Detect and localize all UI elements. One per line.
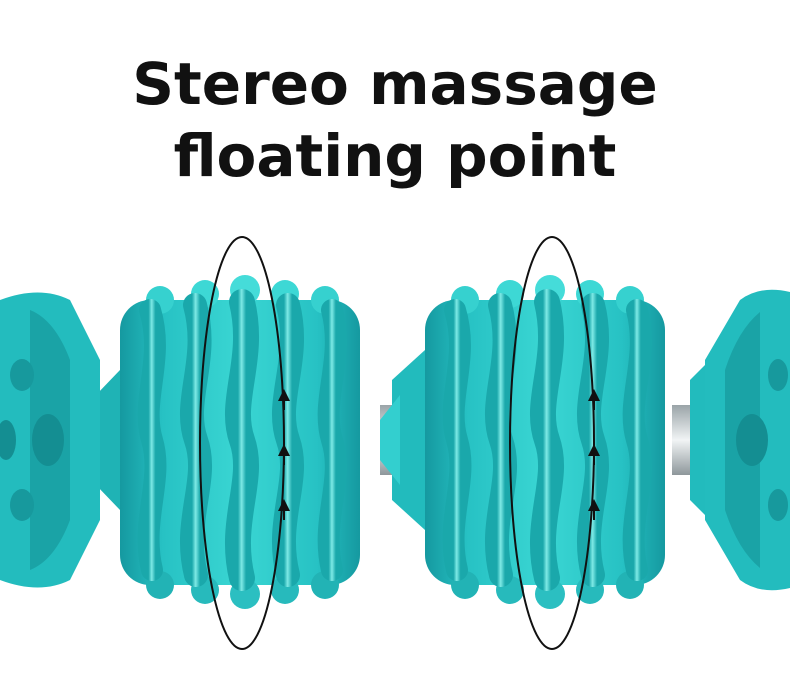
connector-middle	[380, 350, 425, 530]
roller-right-partial	[705, 289, 790, 591]
roller-1-ridges	[137, 289, 347, 591]
roller-1	[120, 275, 360, 609]
rotation-arrow-icon	[199, 236, 290, 650]
headline-line-2: floating point	[173, 122, 617, 190]
roller-2	[425, 275, 665, 609]
headline: Stereo massage floating point	[0, 48, 790, 192]
connector-left	[96, 370, 120, 510]
rotation-arrow-icon	[509, 236, 600, 650]
headline-line-1: Stereo massage	[132, 50, 658, 118]
roller-left-partial	[0, 292, 100, 588]
